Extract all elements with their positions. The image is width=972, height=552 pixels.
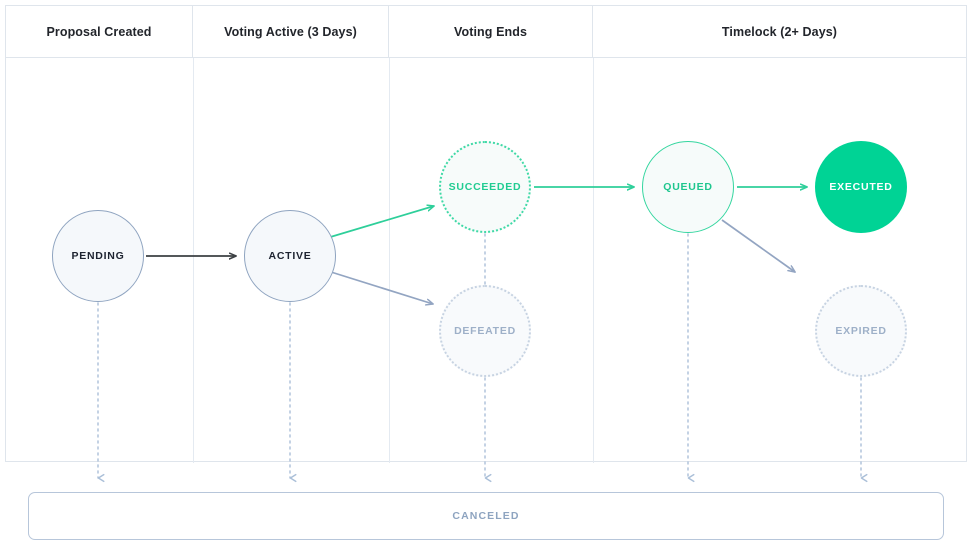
state-label-succeeded: SUCCEEDED [448, 180, 522, 193]
state-label-pending: PENDING [71, 249, 125, 262]
state-node-succeeded[interactable]: SUCCEEDED [439, 141, 531, 233]
state-label-defeated: DEFEATED [454, 324, 516, 337]
phase-header-row: Proposal Created Voting Active (3 Days) … [6, 6, 966, 58]
state-node-executed[interactable]: EXECUTED [815, 141, 907, 233]
phase-column-voting-ends: Voting Ends [389, 6, 593, 57]
phase-column-voting-active: Voting Active (3 Days) [193, 6, 389, 57]
state-node-expired[interactable]: EXPIRED [815, 285, 907, 377]
state-node-queued[interactable]: QUEUED [642, 141, 734, 233]
state-label-active: ACTIVE [268, 249, 312, 262]
phase-label-proposal-created: Proposal Created [46, 24, 152, 39]
phase-label-timelock: Timelock (2+ Days) [721, 24, 838, 39]
state-node-defeated[interactable]: DEFEATED [439, 285, 531, 377]
state-label-executed: EXECUTED [829, 180, 893, 193]
state-node-pending[interactable]: PENDING [52, 210, 144, 302]
phase-label-voting-active: Voting Active (3 Days) [224, 24, 357, 39]
column-divider-3 [593, 58, 594, 463]
phase-column-proposal-created: Proposal Created [6, 6, 193, 57]
state-label-queued: QUEUED [663, 180, 713, 193]
phase-label-voting-ends: Voting Ends [453, 24, 528, 39]
phase-column-timelock: Timelock (2+ Days) [593, 6, 966, 57]
state-node-canceled[interactable]: CANCELED [28, 492, 944, 540]
column-divider-2 [389, 58, 390, 463]
column-divider-1 [193, 58, 194, 463]
lifecycle-phase-table: Proposal Created Voting Active (3 Days) … [5, 5, 967, 463]
state-label-canceled: CANCELED [452, 509, 520, 522]
state-label-expired: EXPIRED [835, 324, 887, 337]
state-node-active[interactable]: ACTIVE [244, 210, 336, 302]
